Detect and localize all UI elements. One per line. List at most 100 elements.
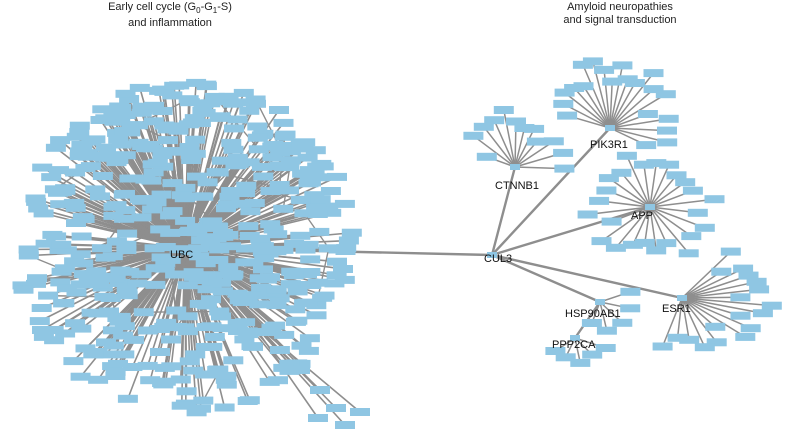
ubc-gene-node <box>240 207 261 216</box>
ubc-gene-node <box>212 324 233 333</box>
ubc-gene-node <box>160 211 181 220</box>
ubc-edge <box>35 201 186 249</box>
esr1-edge <box>681 274 750 299</box>
app-edge <box>626 155 651 208</box>
ubc-gene-node <box>239 396 260 405</box>
esr1-node <box>738 271 759 280</box>
ubc-gene-node <box>279 186 299 195</box>
esr1-edge <box>681 288 760 299</box>
app-node <box>601 217 622 226</box>
nodes-layer <box>12 57 782 429</box>
ubc-gene-node <box>70 250 91 259</box>
ubc-gene-node <box>66 288 87 297</box>
ubc-gene-node <box>162 207 183 216</box>
esr1-node <box>711 267 732 276</box>
ubc-gene-node <box>269 181 290 189</box>
esr1-node <box>733 264 754 273</box>
ubc-gene-node <box>306 311 327 320</box>
ubc-gene-node <box>140 376 161 385</box>
hsp90ab1-node <box>620 287 641 296</box>
ubc-gene-node <box>221 138 242 147</box>
ubc-gene-node <box>219 192 240 201</box>
ubc-gene-node <box>85 185 106 194</box>
ctnnb1-node <box>484 116 505 125</box>
ubc-gene-node <box>18 251 39 260</box>
hub-node-cul3 <box>487 252 497 258</box>
esr1-node <box>735 332 756 341</box>
ubc-gene-node <box>243 258 264 267</box>
ubc-gene-node <box>105 367 126 376</box>
ubc-gene-node <box>307 162 328 171</box>
ubc-gene-node <box>95 253 116 262</box>
pik3r1-node <box>643 85 664 94</box>
ubc-gene-node <box>307 278 328 287</box>
ubc-gene-node <box>127 279 148 288</box>
ubc-gene-node <box>279 162 300 171</box>
app-edge <box>649 198 716 208</box>
right-title-line1: Amyloid neuropathies <box>567 1 673 13</box>
hub-node-ctnnb1 <box>510 164 520 170</box>
ubc-gene-node <box>251 162 272 171</box>
esr1-node <box>746 277 767 286</box>
ubc-gene-node <box>195 259 216 268</box>
ubc-gene-node <box>129 195 150 204</box>
app-node <box>633 160 654 169</box>
app-node <box>694 223 715 232</box>
ubc-gene-node <box>105 372 126 380</box>
hub-label-hsp90ab1: HSP90AB1 <box>565 308 621 320</box>
app-edge <box>632 206 651 246</box>
app-edge <box>649 206 690 255</box>
esr1-node <box>679 335 700 344</box>
hub-label-ubc: UBC <box>170 249 193 261</box>
ubc-gene-node <box>206 234 227 243</box>
ubc-gene-node <box>158 136 178 145</box>
app-node <box>666 171 687 180</box>
app-edge <box>615 206 651 249</box>
pik3r1-node <box>582 57 603 66</box>
ubc-gene-node <box>239 158 260 167</box>
ubc-gene-node <box>183 268 204 277</box>
ubc-gene-node <box>186 78 207 87</box>
pik3r1-node <box>643 69 664 78</box>
ubc-gene-node <box>33 332 54 341</box>
ubc-gene-node <box>306 203 327 212</box>
ubc-gene-node <box>238 222 259 231</box>
ctnnb1-node <box>473 122 494 131</box>
ubc-gene-node <box>108 359 128 368</box>
ubc-gene-node <box>169 245 190 254</box>
ubc-gene-node <box>251 284 272 292</box>
ubc-gene-node <box>176 387 197 396</box>
esr1-edge <box>681 270 723 299</box>
ubc-gene-node <box>299 172 320 181</box>
ubc-gene-node <box>143 117 164 126</box>
ubc-gene-node <box>297 153 318 162</box>
ubc-gene-node <box>83 350 104 359</box>
ubc-gene-node <box>88 151 109 160</box>
ubc-gene-node <box>103 341 124 350</box>
ubc-gene-node <box>177 281 198 290</box>
esr1-node <box>652 342 673 351</box>
ubc-gene-node <box>160 255 181 264</box>
ubc-gene-node <box>141 176 162 185</box>
app-node <box>675 178 696 187</box>
ubc-gene-node <box>147 158 168 167</box>
ubc-tail-node <box>290 366 310 374</box>
ubc-gene-node <box>250 234 271 243</box>
esr1-node <box>705 322 726 331</box>
ubc-gene-node <box>114 350 135 359</box>
ubc-gene-node <box>71 232 92 241</box>
ubc-gene-node <box>92 105 113 114</box>
app-node <box>605 243 626 252</box>
ubc-gene-node <box>187 228 208 237</box>
left-title-line2: and inflammation <box>128 17 212 30</box>
ubc-gene-node <box>251 240 272 249</box>
ubc-gene-node <box>280 156 301 165</box>
ubc-gene-node <box>117 229 138 238</box>
app-node <box>678 249 699 258</box>
ubc-gene-node <box>287 287 308 296</box>
ubc-gene-node <box>131 270 152 279</box>
ubc-gene-node <box>12 281 33 290</box>
ubc-gene-node <box>65 168 86 177</box>
ppp2ca-node <box>570 358 591 367</box>
ctnnb1-edge <box>472 135 516 168</box>
